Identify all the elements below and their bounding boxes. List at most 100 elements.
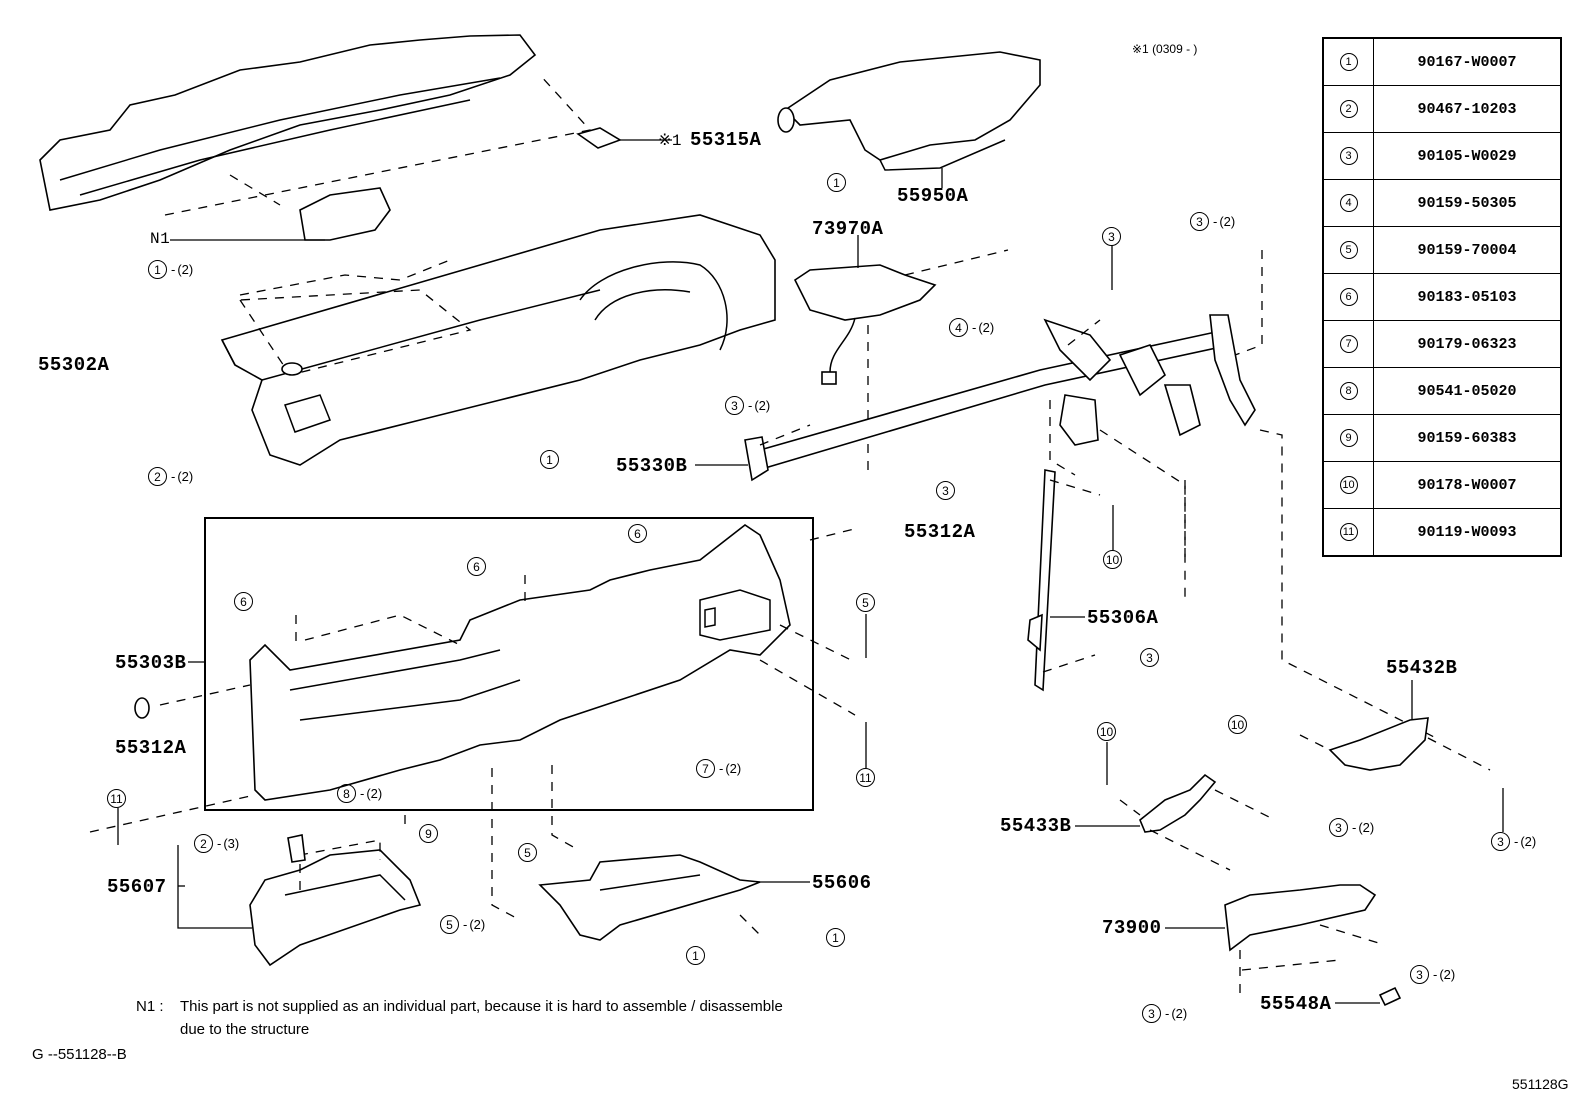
callout-index: 8 [337,784,356,803]
legend-index-cell: 10 [1322,461,1374,509]
callout-qty: (2) [1165,1006,1187,1021]
part-label-N1: N1 [150,230,171,248]
callout-qty: (2) [360,786,382,801]
legend-index-cell: 3 [1322,132,1374,180]
footnote-line-1: This part is not supplied as an individu… [180,998,783,1015]
callout-index: 1 [686,946,705,965]
legend-index-cell: 11 [1322,508,1374,557]
legend-index: 7 [1339,335,1358,353]
callout-index: 11 [107,789,126,808]
lower-panel-drawing [249,524,791,801]
glovebox-door-drawing [249,839,422,967]
part-label-55306A: 55306A [1087,607,1159,629]
callout: 3(2) [1491,832,1536,851]
callout: 10 [1097,722,1116,741]
callout-qty: (2) [1514,834,1536,849]
part-label-55950A: 55950A [897,185,969,207]
callout-index: 1 [148,260,167,279]
legend-index: 2 [1339,100,1358,118]
callout-index: 9 [419,824,438,843]
legend-index-cell: 9 [1322,414,1374,462]
callout-index: 3 [936,481,955,500]
part-label-55330B: 55330B [616,455,688,477]
legend-index-cell: 4 [1322,179,1374,227]
callout-qty: (2) [1213,214,1235,229]
callout: 3(2) [1142,1004,1187,1023]
callout: 6 [467,557,486,576]
legend-part-number: 90159-60383 [1373,414,1562,462]
callout-index: 3 [1102,227,1121,246]
callout-index: 5 [440,915,459,934]
callout: 9 [419,824,438,843]
legend-index: 5 [1339,241,1358,259]
legend-part-number: 90159-50305 [1373,179,1562,227]
callout: 3(2) [725,396,770,415]
callout-index: 3 [725,396,744,415]
part-label-55432B: 55432B [1386,657,1458,679]
callout: 5 (2) [440,915,485,934]
part-label-55302A: 55302A [38,354,110,376]
callout-qty: (2) [463,917,485,932]
legend-index: 6 [1339,288,1358,306]
callout: 2 (2) [148,467,193,486]
callout-index: 1 [540,450,559,469]
knee-airbag-drawing [1224,884,1377,952]
callout-index: 1 [827,173,846,192]
legend-index: 3 [1339,147,1358,165]
legend-part-number: 90119-W0093 [1373,508,1562,557]
part-label-73900: 73900 [1102,917,1162,939]
callout-index: 11 [856,768,875,787]
callout: 4(2) [949,318,994,337]
part-label-55607: 55607 [107,876,167,898]
callout: 2(3) [194,834,239,853]
legend-row: 6 90183-05103 [1322,273,1562,321]
legend-part-number: 90183-05103 [1373,273,1562,321]
legend-index-cell: 6 [1322,273,1374,321]
part-label-55315A: 55315A [690,129,762,151]
callout-index: 2 [148,467,167,486]
part-label-55433B: 55433B [1000,815,1072,837]
callout: 1 [540,450,559,469]
footnote-marker: N1 : [136,998,164,1015]
legend-part-number: 90467-10203 [1373,85,1562,133]
under-cover-drawing [538,854,761,941]
legend-index: 11 [1339,523,1358,541]
callout-index: 5 [518,843,537,862]
callout: 6 [628,524,647,543]
brace-55306A-drawing [1034,469,1056,692]
legend-index-cell: 2 [1322,85,1374,133]
callout-index: 7 [696,759,715,778]
legend-index-cell: 7 [1322,320,1374,368]
callout: 1 [826,928,845,947]
callout-index: 6 [234,592,253,611]
bracket-55432B-drawing [1328,717,1429,771]
legend-index: 4 [1339,194,1358,212]
footnote-line-2: due to the structure [180,1021,310,1038]
lower-panel-group-frame [204,517,814,811]
cap-55548A-drawing [1378,986,1402,1007]
legend-index: 1 [1339,53,1358,71]
legend-part-number: 90159-70004 [1373,226,1562,274]
callout-qty: (2) [171,469,193,484]
callout-index: 5 [856,593,875,612]
callout-qty: (3) [217,836,239,851]
callout: 3 [936,481,955,500]
callout-index: 3 [1190,212,1209,231]
part-label-55315A-mark: ※1 [658,132,683,150]
legend-index-cell: 5 [1322,226,1374,274]
callout-qty: (2) [1352,820,1374,835]
callout: 3(2) [1410,965,1455,984]
callout-index: 3 [1410,965,1429,984]
legend-row: 5 90159-70004 [1322,226,1562,274]
part-label-55312A-upper: 55312A [904,521,976,543]
lid-N1-drawing [299,187,391,241]
callout: 1 [827,173,846,192]
